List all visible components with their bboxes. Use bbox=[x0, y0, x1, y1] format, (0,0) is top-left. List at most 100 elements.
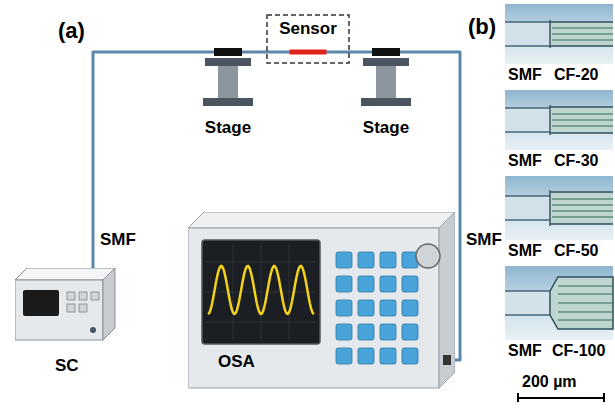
core-line bbox=[552, 114, 613, 115]
stage-flange bbox=[205, 58, 251, 66]
analyzer-button bbox=[380, 276, 396, 292]
stage-web bbox=[218, 66, 238, 98]
device-front bbox=[188, 228, 439, 388]
smf-fiber bbox=[505, 196, 550, 220]
fiber-edge bbox=[550, 21, 613, 23]
micrograph bbox=[505, 266, 613, 340]
edge-label: SMF bbox=[465, 230, 503, 250]
core-line bbox=[558, 303, 613, 304]
sensor-box: Sensor bbox=[266, 14, 350, 64]
analyzer-button bbox=[358, 252, 374, 268]
device-top bbox=[188, 212, 455, 228]
fiber-port bbox=[443, 355, 451, 365]
core-line bbox=[552, 120, 613, 121]
fiber-label: SMF bbox=[508, 342, 542, 360]
core-line bbox=[558, 294, 613, 295]
fiber-connector bbox=[93, 52, 200, 268]
analyzer-button bbox=[402, 348, 418, 364]
fiber-connector bbox=[350, 51, 358, 54]
core-line bbox=[552, 217, 613, 218]
fiber-label: CF-20 bbox=[554, 66, 598, 84]
fiber-segment bbox=[266, 51, 350, 54]
fiber-edge bbox=[505, 219, 550, 221]
device-button bbox=[79, 304, 87, 312]
splice-line bbox=[549, 190, 551, 226]
node-label: Stage bbox=[363, 118, 409, 138]
panel-label: (b) bbox=[468, 14, 496, 39]
screen-grid bbox=[233, 244, 234, 340]
micrograph bbox=[505, 90, 613, 150]
fiber-label: SMF bbox=[508, 66, 542, 84]
node-label: SC bbox=[55, 356, 79, 376]
scale-bar-line bbox=[518, 397, 604, 399]
analyzer-button bbox=[402, 300, 418, 316]
analyzer-button bbox=[336, 276, 352, 292]
analyzer-button bbox=[336, 348, 352, 364]
micrograph bbox=[505, 176, 613, 240]
core-line bbox=[552, 40, 613, 41]
stage-flange bbox=[361, 98, 411, 106]
core-line bbox=[552, 34, 613, 35]
analyzer-button bbox=[336, 252, 352, 268]
scale-bar-tick bbox=[517, 393, 519, 402]
fiber-label: CF-30 bbox=[554, 152, 598, 170]
fiber-port bbox=[90, 327, 96, 333]
analyzer-button bbox=[358, 348, 374, 364]
fiber-edge bbox=[505, 21, 550, 23]
analyzer-button bbox=[402, 324, 418, 340]
micrograph-ground bbox=[505, 176, 613, 240]
analyzer-button bbox=[358, 276, 374, 292]
core-line bbox=[552, 211, 613, 212]
scale-bar-tick bbox=[603, 393, 605, 402]
analyzer-button bbox=[380, 300, 396, 316]
fiber-edge bbox=[550, 223, 613, 225]
micrograph-ground bbox=[505, 266, 613, 340]
fiber-edge bbox=[505, 45, 550, 47]
stage-mount: Stage bbox=[200, 46, 256, 140]
analyzer-knob bbox=[416, 244, 440, 268]
micrograph bbox=[505, 4, 613, 64]
fiber-connector bbox=[256, 51, 266, 54]
spectrum-trace bbox=[208, 266, 314, 314]
analyzer-button bbox=[380, 324, 396, 340]
analyzer-button bbox=[358, 324, 374, 340]
screen-grid bbox=[261, 244, 262, 340]
dashed-outline bbox=[267, 15, 349, 63]
stage-mount: Stage bbox=[358, 46, 414, 140]
device-button bbox=[91, 292, 99, 300]
fiber-edge bbox=[550, 191, 613, 193]
device-top bbox=[15, 268, 115, 280]
fiber-edge bbox=[505, 195, 550, 197]
core-line bbox=[552, 205, 613, 206]
smf-fiber bbox=[505, 22, 550, 46]
smf-fiber bbox=[505, 108, 550, 132]
node-label: OSA bbox=[218, 352, 255, 372]
fiber-label: SMF bbox=[508, 152, 542, 170]
sensor-segment bbox=[290, 50, 327, 55]
fiber-edge bbox=[505, 107, 550, 109]
cf-fiber bbox=[550, 22, 613, 46]
analyzer-button bbox=[336, 324, 352, 340]
analyzer-button bbox=[402, 276, 418, 292]
stage-flange bbox=[203, 98, 253, 106]
analyzer-button bbox=[358, 300, 374, 316]
analyzer-button bbox=[380, 252, 396, 268]
screen-grid bbox=[289, 244, 290, 340]
core-line bbox=[552, 199, 613, 200]
stage-web bbox=[376, 66, 396, 98]
device-screen bbox=[23, 290, 59, 316]
stage-flange bbox=[363, 58, 409, 66]
cf-fiber bbox=[550, 107, 613, 133]
scale-label: 200 µm bbox=[522, 373, 577, 391]
core-line bbox=[558, 312, 613, 313]
core-line bbox=[552, 126, 613, 127]
light-source: SC bbox=[15, 268, 127, 378]
device-front bbox=[15, 280, 103, 340]
fiber-edge bbox=[505, 314, 550, 316]
device-button bbox=[67, 292, 75, 300]
core-line bbox=[552, 28, 613, 29]
analyzer-button bbox=[336, 300, 352, 316]
fiber-edge bbox=[505, 131, 550, 133]
